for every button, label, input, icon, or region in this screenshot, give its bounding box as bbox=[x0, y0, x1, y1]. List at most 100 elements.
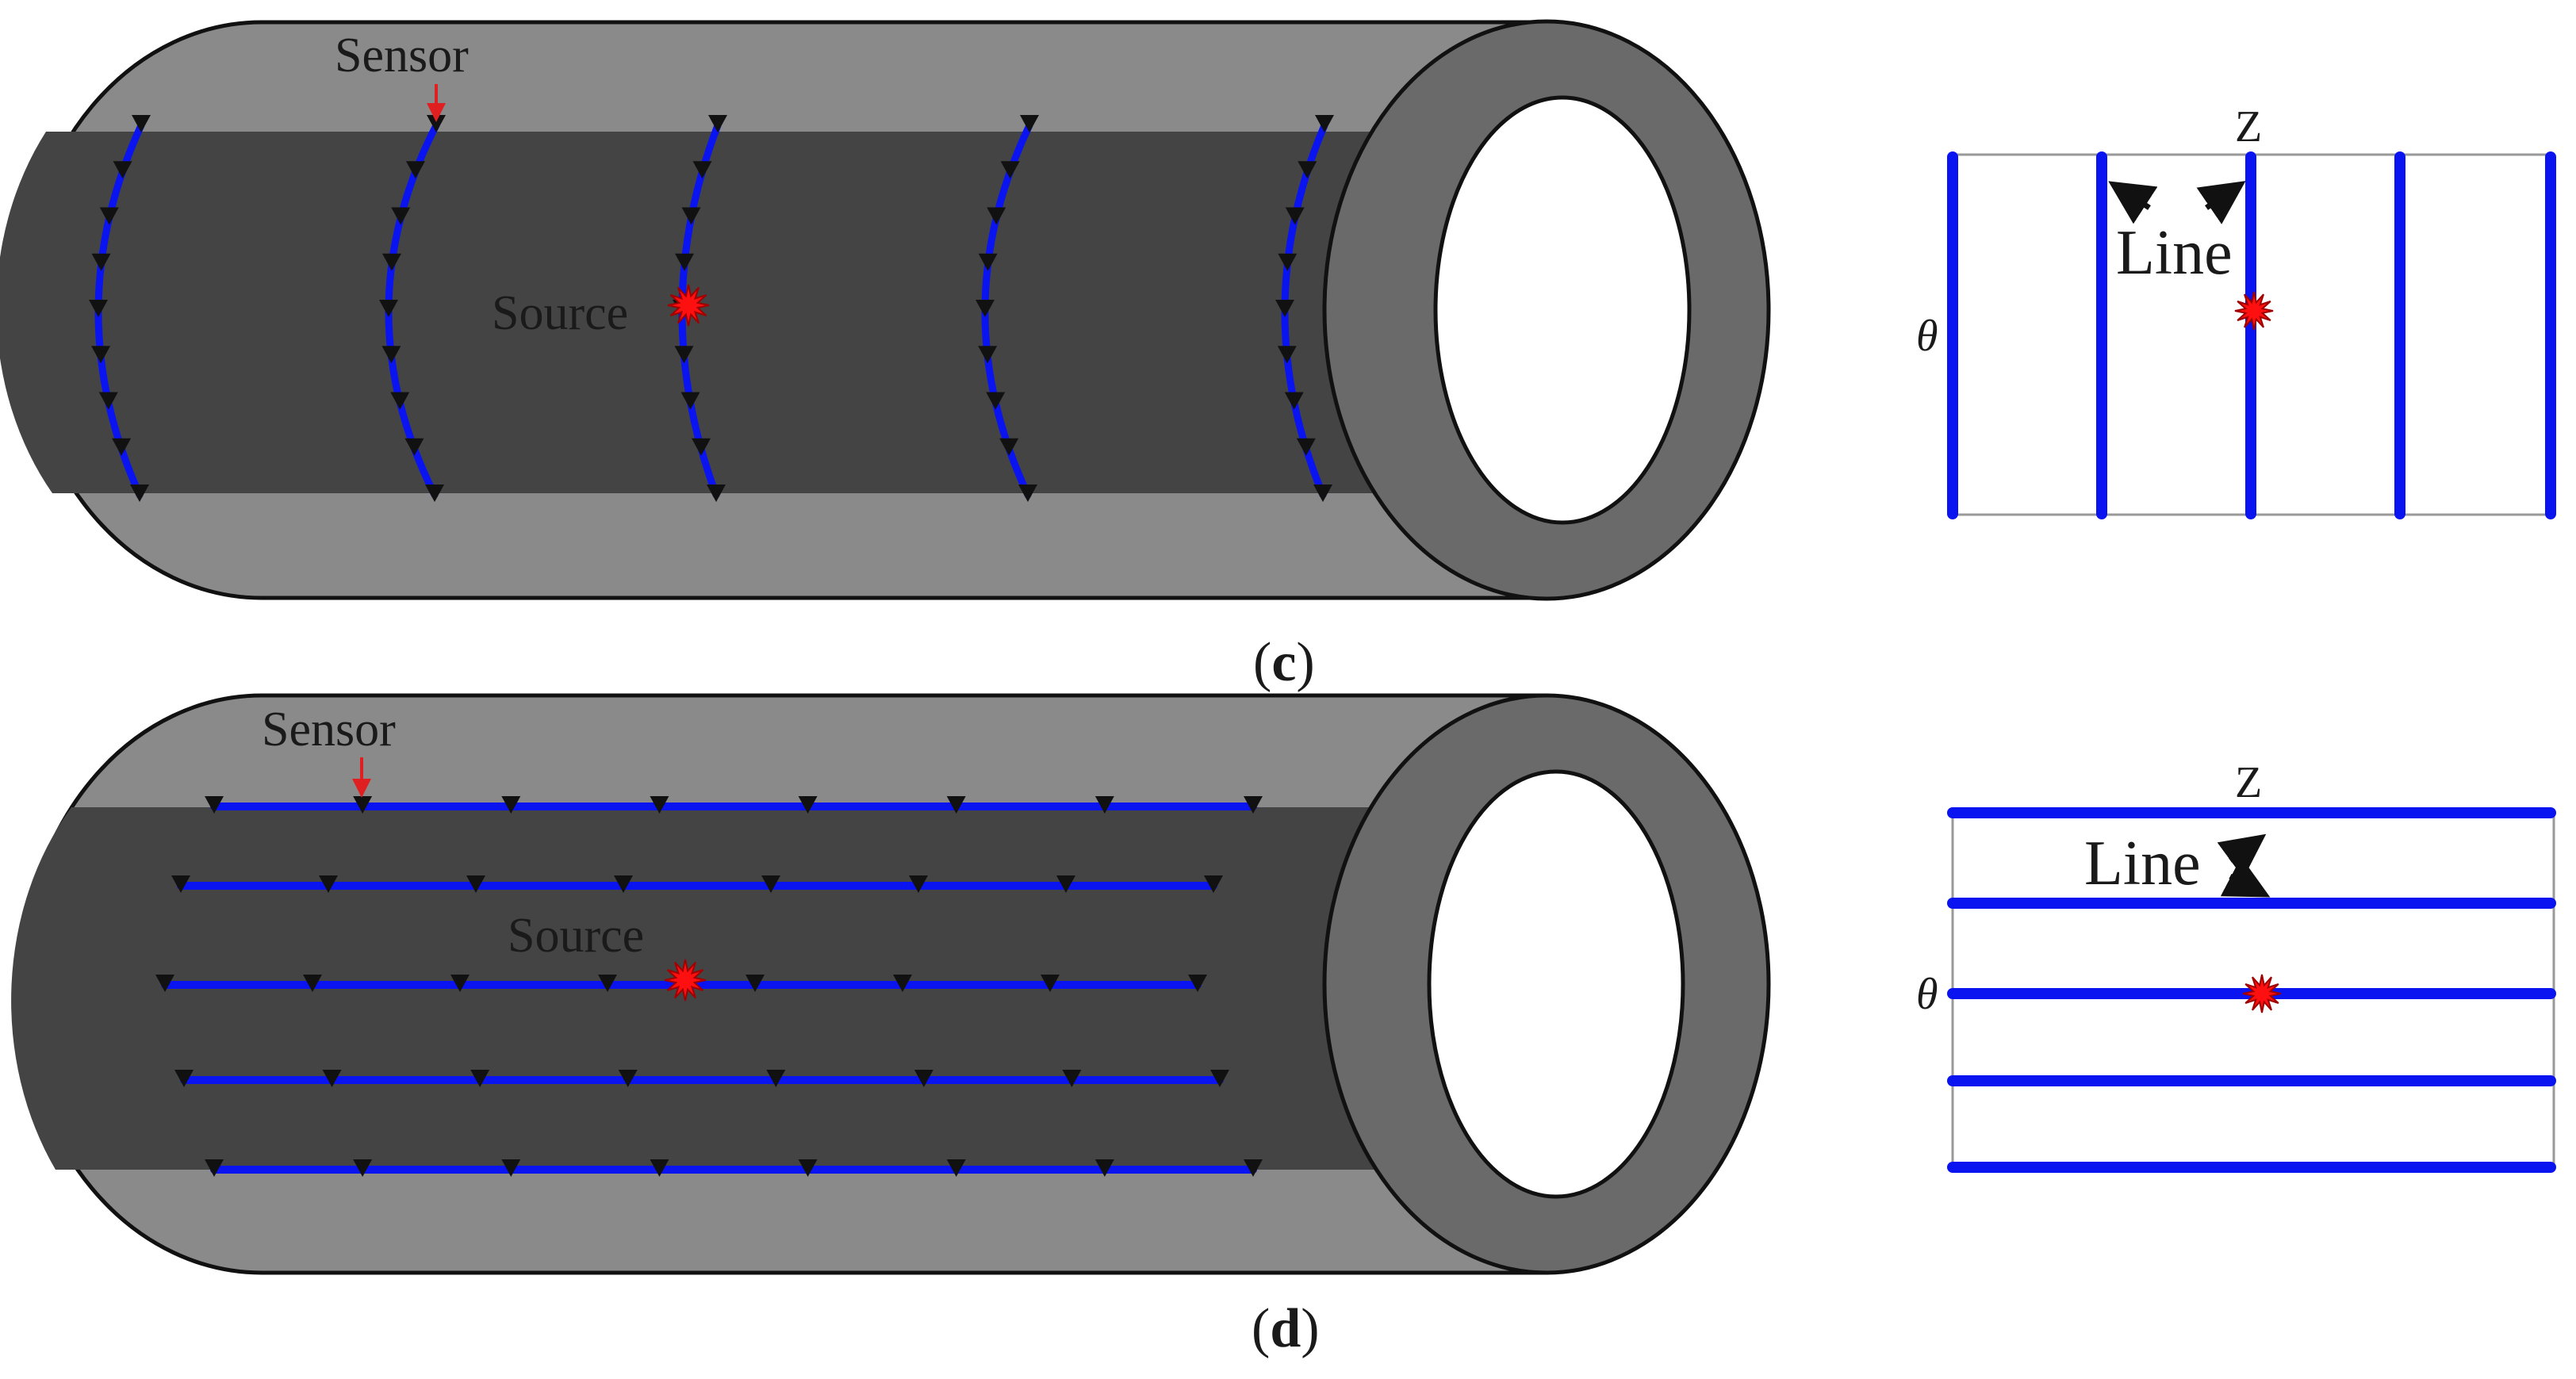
sensor-icon bbox=[1204, 875, 1223, 893]
sensor-icon bbox=[976, 300, 995, 317]
sensor-icon bbox=[1296, 438, 1316, 456]
schematic-c: Z θ Line bbox=[1916, 102, 2556, 519]
line-pointer-arrow-right bbox=[2196, 181, 2246, 224]
source-label: Source bbox=[492, 286, 628, 340]
sensor-icon bbox=[425, 485, 444, 502]
panel-c: Sensor Source Z θ Line (c) bbox=[0, 19, 2556, 693]
source-label: Source bbox=[508, 909, 644, 963]
pipe-band-c bbox=[0, 132, 1428, 493]
sensor-icon bbox=[1285, 207, 1305, 225]
line-label: Line bbox=[2084, 829, 2201, 898]
sensor-icon bbox=[999, 438, 1019, 456]
sensor-icon bbox=[946, 1159, 966, 1177]
sensor-icon bbox=[466, 875, 485, 893]
sensor-icon bbox=[598, 975, 617, 992]
sensor-icon bbox=[113, 161, 132, 179]
sensor-icon bbox=[766, 1070, 786, 1087]
sensor-icon bbox=[112, 438, 132, 456]
line-pointer-arrow-down bbox=[2220, 856, 2271, 898]
sensor-icon bbox=[987, 207, 1006, 225]
sensor-icon bbox=[1275, 300, 1294, 317]
sensor-lines-d bbox=[155, 796, 1263, 1177]
sensor-icon bbox=[708, 115, 727, 132]
sensor-icon bbox=[501, 1159, 521, 1177]
line-pointer-arrow-left bbox=[2108, 181, 2158, 224]
sensor-icon bbox=[1018, 485, 1037, 502]
sensor-icon bbox=[674, 346, 694, 364]
sensor-icon bbox=[761, 875, 780, 893]
sensor-icon bbox=[909, 875, 928, 893]
sensor-icon bbox=[205, 1159, 224, 1177]
axis-theta-label: θ bbox=[1916, 970, 1938, 1019]
sensor-icon bbox=[1020, 115, 1039, 132]
sensor-icon bbox=[1244, 1159, 1263, 1177]
sensor-icon bbox=[303, 975, 322, 992]
sensor-icon bbox=[91, 253, 111, 271]
sensor-icon bbox=[681, 207, 701, 225]
sensor-icon bbox=[379, 300, 398, 317]
sensor-icon bbox=[1062, 1070, 1082, 1087]
sensor-icon bbox=[450, 975, 470, 992]
sensor-icon bbox=[353, 1159, 373, 1177]
sensor-label: Sensor bbox=[262, 703, 396, 757]
sensor-icon bbox=[391, 207, 411, 225]
schematic-d: Z θ Line bbox=[1916, 758, 2556, 1173]
line-label: Line bbox=[2116, 218, 2233, 288]
sensor-icon bbox=[692, 438, 711, 456]
sensor-icon bbox=[798, 1159, 818, 1177]
source-icon bbox=[664, 959, 707, 1002]
axis-z-label: Z bbox=[2235, 102, 2262, 151]
sensor-icon bbox=[707, 485, 726, 502]
sensor-icon bbox=[470, 1070, 490, 1087]
pipe-bore-d bbox=[1427, 769, 1685, 1199]
sensor-icon bbox=[893, 975, 912, 992]
sensor-icon bbox=[798, 796, 818, 814]
sensor-icon bbox=[155, 975, 174, 992]
pipe-bore-c bbox=[1433, 95, 1692, 525]
source-icon bbox=[667, 284, 710, 327]
schematic-lines-c bbox=[1947, 151, 2556, 519]
sensor-icon bbox=[650, 796, 669, 814]
sensor-icon bbox=[914, 1070, 933, 1087]
sensor-icon bbox=[1277, 346, 1297, 364]
sensor-icon bbox=[319, 875, 338, 893]
caption-c: (c) bbox=[1253, 632, 1315, 693]
sensor-icon bbox=[353, 796, 373, 814]
pipe-c bbox=[0, 19, 1771, 601]
sensor-icon bbox=[130, 485, 149, 502]
sensor-icon bbox=[381, 346, 401, 364]
sensor-icon bbox=[205, 796, 224, 814]
sensor-icon bbox=[322, 1070, 342, 1087]
sensor-icon bbox=[978, 253, 998, 271]
axis-z-label: Z bbox=[2235, 758, 2262, 807]
source-icon bbox=[2234, 291, 2274, 331]
sensor-icon bbox=[405, 161, 425, 179]
sensor-icon bbox=[132, 115, 151, 132]
sensor-icon bbox=[1188, 975, 1207, 992]
sensor-icon bbox=[91, 346, 111, 364]
sensor-icon bbox=[614, 875, 633, 893]
sensor-icon bbox=[1315, 115, 1334, 132]
sensor-icon bbox=[978, 346, 998, 364]
sensor-icon bbox=[1056, 875, 1075, 893]
sensor-label: Sensor bbox=[335, 29, 469, 82]
sensor-icon bbox=[1000, 161, 1020, 179]
sensor-icon bbox=[501, 796, 521, 814]
caption-d: (d) bbox=[1252, 1298, 1320, 1359]
sensor-icon bbox=[746, 975, 765, 992]
sensor-icon bbox=[618, 1070, 638, 1087]
sensor-icon bbox=[98, 392, 118, 410]
sensor-icon bbox=[1284, 392, 1304, 410]
sensor-icon bbox=[1244, 796, 1263, 814]
sensor-icon bbox=[89, 300, 108, 317]
sensor-icon bbox=[1278, 253, 1298, 271]
sensor-icon bbox=[946, 796, 966, 814]
sensor-icon bbox=[171, 875, 190, 893]
sensor-icon bbox=[1313, 485, 1332, 502]
panel-d: Sensor Source Z θ Line (d) bbox=[11, 693, 2556, 1359]
sensor-icon bbox=[675, 253, 694, 271]
sensor-icon bbox=[1210, 1070, 1229, 1087]
sensor-icon bbox=[1041, 975, 1060, 992]
source-icon bbox=[2242, 974, 2282, 1013]
